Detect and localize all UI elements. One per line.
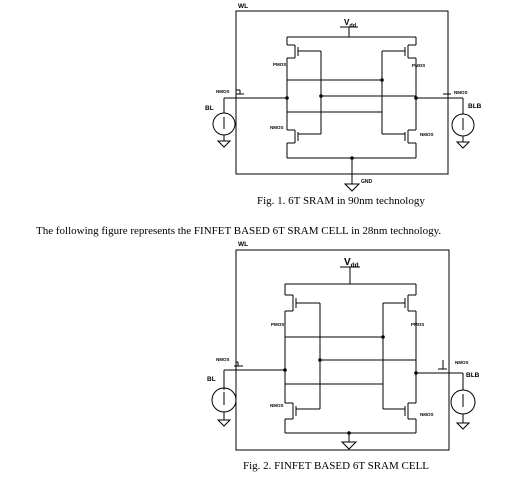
fig1-vdd-label: Vdd: [344, 18, 356, 29]
fig1-right-nmos-label: NMOS: [420, 132, 434, 137]
fig2-right-access-label: NMOS: [455, 360, 469, 365]
fig2-right-nmos-label: NMOS: [420, 412, 434, 417]
fig1-junction: [285, 96, 289, 100]
fig1-left-pmos-label: PMOS: [273, 62, 286, 67]
fig1-left-nmos-label: NMOS: [270, 125, 284, 130]
fig2-right-pmos-label: PMOS: [411, 322, 424, 327]
fig2-vdd-label: Vdd: [344, 257, 359, 269]
figure-2-schematic: [211, 249, 476, 451]
fig2-wl-label: WL: [238, 241, 248, 248]
fig2-frame: [235, 249, 450, 451]
fig2-caption: Fig. 2. FINFET BASED 6T SRAM CELL: [243, 460, 429, 472]
fig2-blb-gnd: [455, 422, 471, 430]
figure-1-junctions: [285, 78, 418, 160]
fig1-wl-label: WL: [238, 3, 248, 10]
fig1-junction: [319, 94, 323, 98]
fig2-junction: [381, 335, 385, 339]
fig2-junction: [283, 368, 287, 372]
fig2-bl-label: BL: [207, 376, 216, 383]
figure-1-schematic: [212, 10, 475, 192]
fig2-bl-gnd: [216, 419, 232, 427]
fig1-right-access-label: NMOS: [454, 90, 468, 95]
fig1-left-access-label: NMOS: [216, 89, 230, 94]
intro-sentence: The following figure represents the FINF…: [36, 225, 441, 237]
fig1-right-pmos-label: PMOS: [412, 63, 425, 68]
fig1-bl-label: BL: [205, 105, 214, 112]
fig1-junction: [380, 78, 384, 82]
fig1-junction: [350, 156, 354, 160]
fig1-caption: Fig. 1. 6T SRAM in 90nm technology: [257, 195, 425, 207]
fig2-gnd-symbol: [340, 441, 358, 450]
fig1-blb-gnd: [455, 141, 471, 149]
fig2-left-nmos-label: NMOS: [270, 403, 284, 408]
figure-2-junctions: [283, 335, 418, 435]
fig2-left-pmos-label: PMOS: [271, 322, 284, 327]
fig2-blb-label: BLB: [466, 372, 480, 379]
fig1-bl-gnd: [216, 140, 232, 148]
fig1-junction: [414, 96, 418, 100]
fig2-junction: [347, 431, 351, 435]
fig2-junction: [318, 358, 322, 362]
fig2-junction: [414, 371, 418, 375]
fig1-gnd-symbol: [343, 183, 361, 192]
fig1-gnd-label: GND: [361, 179, 373, 185]
fig2-left-access-label: NMOS: [216, 357, 230, 362]
fig1-blb-label: BLB: [468, 103, 482, 110]
